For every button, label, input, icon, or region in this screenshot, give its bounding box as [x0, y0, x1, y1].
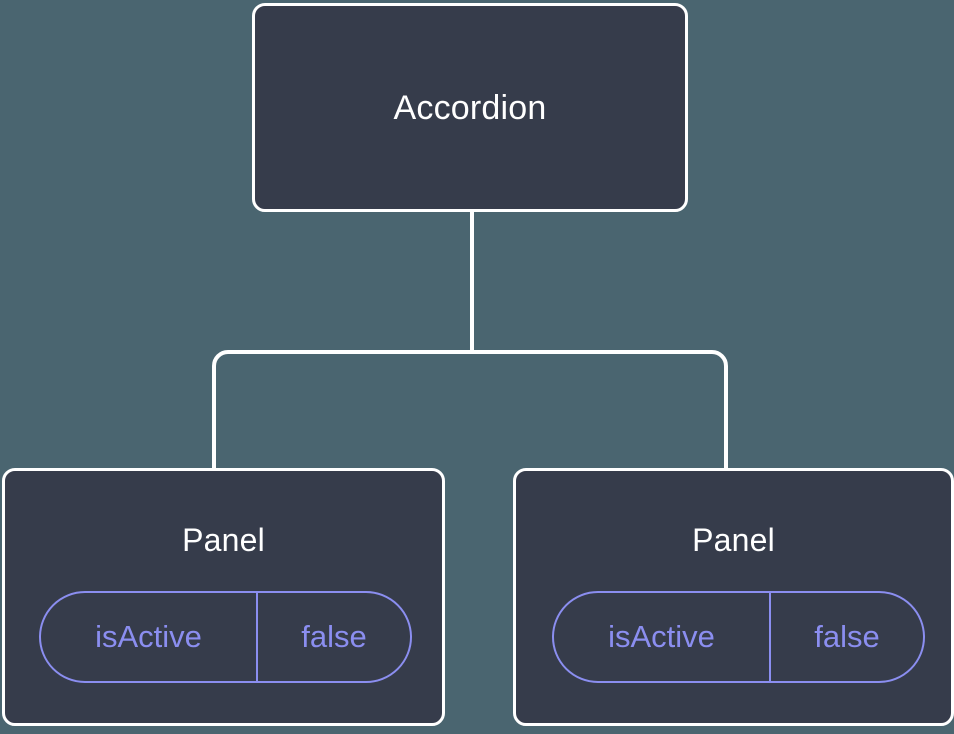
- edge-bus-to-panel-left: [212, 350, 472, 470]
- node-panel-right-label: Panel: [692, 522, 775, 558]
- prop-pill-isactive-right[interactable]: isActive false: [552, 591, 925, 683]
- prop-pill-isactive-left[interactable]: isActive false: [39, 591, 412, 683]
- edge-bus-to-panel-right: [472, 350, 728, 470]
- prop-value-isactive-left: false: [256, 593, 410, 681]
- node-panel-left-label: Panel: [182, 522, 265, 558]
- node-accordion[interactable]: Accordion: [252, 3, 688, 212]
- node-panel-left[interactable]: Panel isActive false: [2, 468, 445, 726]
- node-accordion-label: Accordion: [393, 88, 547, 127]
- prop-key-isactive-right: isActive: [608, 619, 715, 654]
- prop-key-isactive-left: isActive: [95, 619, 202, 654]
- prop-value-isactive-right: false: [769, 593, 923, 681]
- node-panel-right[interactable]: Panel isActive false: [513, 468, 954, 726]
